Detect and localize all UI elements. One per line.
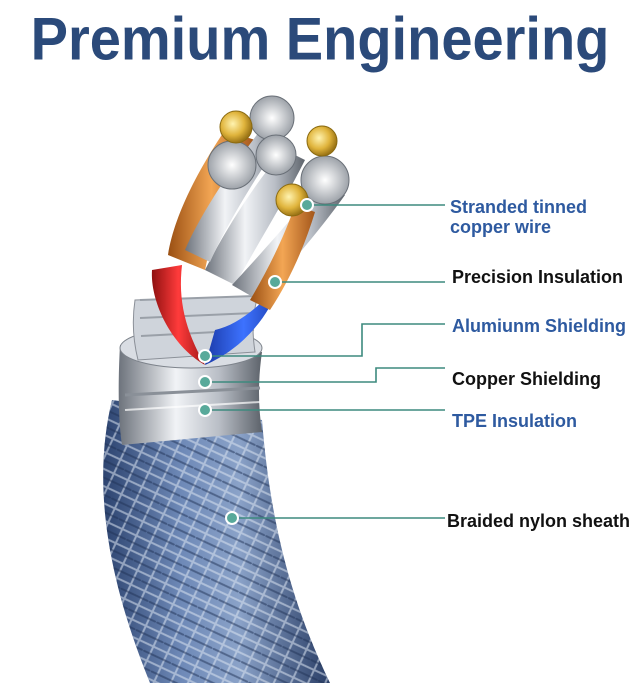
braided-sheath xyxy=(103,400,331,683)
label-braided-sheath: Braided nylon sheath xyxy=(447,511,631,531)
label-precision-insulation: Precision Insulation xyxy=(452,267,624,287)
strand-ends xyxy=(207,95,350,217)
page-title: Premium Engineering xyxy=(30,4,610,73)
label-stranded-line2: copper wire xyxy=(450,217,552,237)
label-aluminium-shielding: Alumiunm Shielding xyxy=(452,316,626,336)
leader-dots xyxy=(198,198,314,525)
label-stranded-line1: Stranded tinned xyxy=(450,197,588,217)
label-copper-shielding: Copper Shielding xyxy=(452,369,602,389)
leader-lines xyxy=(205,204,445,519)
label-tpe-insulation: TPE Insulation xyxy=(452,411,578,431)
